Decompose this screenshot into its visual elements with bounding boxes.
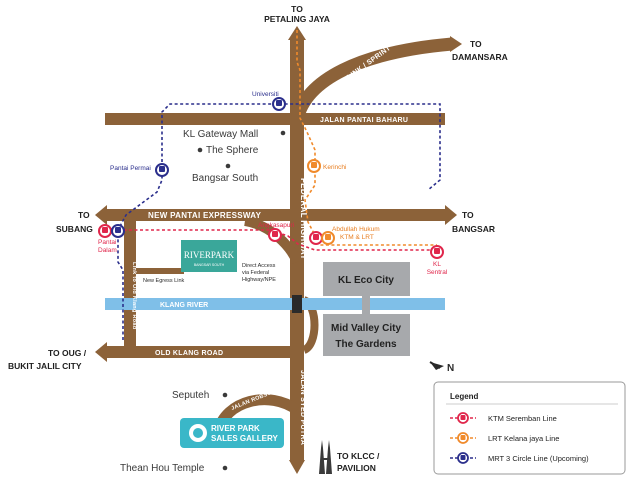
station-universiti[interactable] (272, 97, 286, 111)
arrow-subang-icon (95, 205, 107, 225)
jalan-pantai-baharu-road (105, 113, 445, 125)
station-label-pantai-dalam-2: Dalam (98, 247, 117, 254)
riverpark-logo[interactable]: RIVERPARK BANGSAR SOUTH (181, 240, 237, 272)
road-label-klang-river: KLANG RIVER (160, 302, 208, 309)
place-seputeh[interactable]: Seputeh (172, 390, 209, 401)
place-thean-hou-dot (222, 465, 228, 471)
sales-gallery-label-2: SALES GALLERY (211, 434, 278, 443)
to-bangsar-2: BANGSAR (452, 224, 495, 234)
station-angkasapuri[interactable] (268, 228, 282, 242)
station-kl-sentral[interactable] (430, 245, 444, 259)
north-label: N (447, 363, 454, 374)
sales-gallery-badge[interactable]: RIVER PARK SALES GALLERY (180, 418, 284, 448)
place-bangsar-south[interactable]: Bangsar South (192, 173, 258, 184)
legend-label-mrt: MRT 3 Circle Line (Upcoming) (488, 454, 589, 463)
to-petaling-jaya-2: PETALING JAYA (264, 14, 330, 24)
place-kl-gateway-dot (280, 130, 286, 136)
petronas-towers-icon (319, 440, 332, 474)
riverpark-logo-main: RIVERPARK (184, 250, 235, 260)
road-label-federal: FEDERAL HIGHWAY (299, 178, 308, 260)
place-direct-access-1: Direct Access (242, 263, 276, 269)
mid-valley-box[interactable] (323, 314, 410, 356)
road-label-old-klang: OLD KLANG ROAD (155, 350, 223, 357)
npe-road (105, 209, 447, 221)
old-klang-road (105, 346, 300, 358)
to-oug-2: BUKIT JALIL CITY (8, 361, 82, 371)
legend-title: Legend (450, 392, 479, 401)
road-label-syed-putra: JALAN SYED PUTRA (299, 370, 306, 445)
road-label-pantai-baharu: JALAN PANTAI BAHARU (320, 117, 408, 124)
legend-box: Legend KTM Seremban Line LRT Kelana jaya… (433, 381, 626, 475)
to-klcc-2: PAVILION (337, 463, 376, 473)
station-label-abdullah-hukum-1: Abdullah Hukum (332, 226, 380, 233)
place-sphere-dot (197, 147, 203, 153)
mid-valley-label-2: The Gardens (335, 339, 397, 350)
road-label-npe: NEW PANTAI EXPRESSWAY (148, 211, 262, 220)
station-label-universiti: Universiti (252, 91, 279, 98)
legend-item-mrt: MRT 3 Circle Line (Upcoming) (450, 452, 589, 464)
eco-city-connector (362, 296, 370, 316)
place-direct-access-2: via Federal (242, 270, 269, 276)
station-label-kl-sentral-2: Sentral (427, 269, 448, 276)
place-sphere[interactable]: The Sphere (206, 145, 259, 156)
station-label-pantai-permai: Pantai Permai (110, 165, 151, 172)
legend-item-lrt: LRT Kelana jaya Line (450, 432, 559, 444)
station-label-kerinchi: Kerinchi (323, 164, 346, 171)
road-label-link-old-klang: Link to Old Klang Road (131, 262, 137, 329)
to-klcc-1: TO KLCC / (337, 451, 380, 461)
link-old-klang-road (124, 209, 136, 358)
kerinchi-link-road (290, 37, 453, 122)
arrow-damansara-icon (450, 36, 462, 52)
road-network (105, 38, 447, 462)
legend-label-lrt: LRT Kelana jaya Line (488, 434, 559, 443)
sales-gallery-label-1: RIVER PARK (211, 424, 260, 433)
to-oug-1: TO OUG / (48, 348, 87, 358)
egress-link-road (136, 268, 184, 274)
place-egress-link: New Egress Link (143, 278, 185, 284)
station-pantai-permai[interactable] (155, 163, 169, 177)
arrow-klcc-icon (289, 460, 305, 474)
riverpark-logo-sub: BANGSAR SOUTH (194, 263, 225, 267)
klang-river (105, 298, 445, 310)
kl-eco-city-label: KL Eco City (338, 275, 394, 286)
place-kl-gateway[interactable]: KL Gateway Mall (183, 129, 258, 140)
place-direct-access-3: Highway/NPE (242, 277, 276, 283)
legend-item-ktm: KTM Seremban Line (450, 412, 557, 424)
station-label-abdullah-hukum-2: KTM & LRT (340, 234, 374, 241)
station-label-kl-sentral-1: KL (433, 261, 441, 268)
station-label-pantai-dalam-1: Pantai (98, 239, 116, 246)
to-subang-2: SUBANG (56, 224, 93, 234)
bridge-marker (292, 295, 302, 313)
place-bangsar-south-dot (225, 163, 231, 169)
place-thean-hou[interactable]: Thean Hou Temple (120, 463, 205, 474)
station-kerinchi[interactable] (307, 159, 321, 173)
lrt-kelana-jaya-line (296, 30, 437, 246)
place-seputeh-dot (222, 392, 228, 398)
mid-valley-label-1: Mid Valley City (331, 323, 401, 334)
to-petaling-jaya-1: TO (291, 4, 303, 14)
station-pantai-dalam[interactable] (98, 224, 125, 238)
kl-eco-city-box[interactable] (323, 262, 410, 296)
station-abdullah-hukum[interactable] (309, 231, 335, 245)
arrow-oug-icon (95, 342, 107, 362)
to-damansara-1: TO (470, 39, 482, 49)
north-arrow-icon (429, 361, 444, 370)
to-bangsar-1: TO (462, 210, 474, 220)
to-damansara-2: DAMANSARA (452, 52, 508, 62)
legend-label-ktm: KTM Seremban Line (488, 414, 557, 423)
to-subang-1: TO (78, 210, 90, 220)
ktm-seremban-line (107, 229, 437, 251)
arrow-bangsar-icon (445, 205, 457, 225)
station-label-angkasapuri: Angkasapuri (258, 222, 294, 229)
